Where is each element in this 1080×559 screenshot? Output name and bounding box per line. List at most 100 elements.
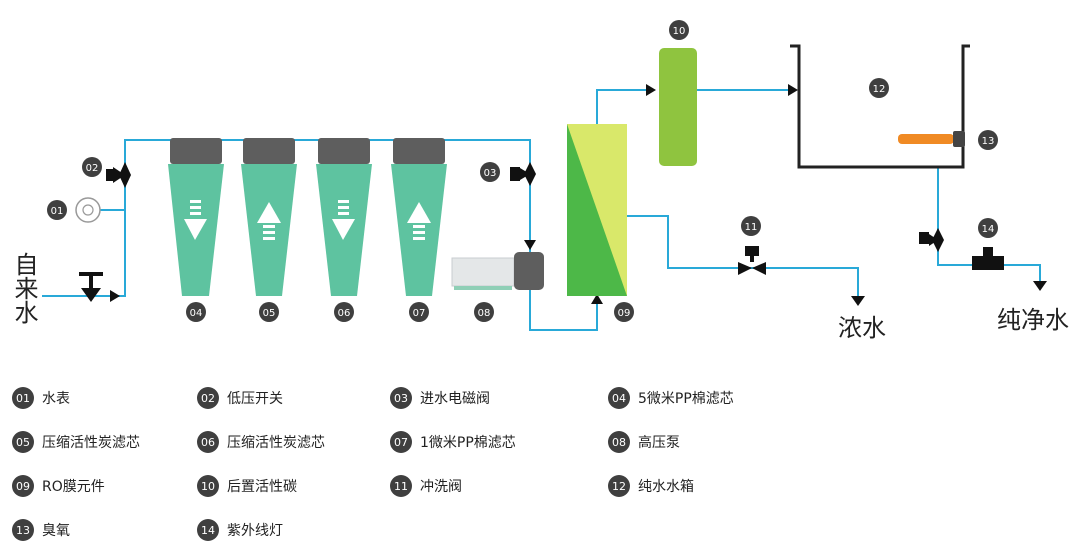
arrow-ro-in [591, 294, 603, 304]
svg-text:03: 03 [484, 168, 497, 179]
badge-12: 12 [869, 78, 889, 98]
badges: 01 02 03 04 05 06 07 08 09 10 11 12 13 1… [47, 20, 998, 322]
legend-item-09: 09 RO膜元件 [12, 474, 105, 498]
pipe-pump-ro [529, 285, 598, 331]
legend-label: 水表 [42, 391, 70, 407]
legend-badge: 06 [197, 431, 219, 453]
badge-06: 06 [334, 302, 354, 322]
legend-label: 紫外线灯 [227, 523, 283, 539]
badge-03: 03 [480, 162, 500, 182]
legend-item-02: 02 低压开关 [197, 386, 283, 410]
legend-badge: 08 [608, 431, 630, 453]
svg-text:10: 10 [673, 26, 686, 37]
pipes [42, 89, 1041, 331]
badge-05: 05 [259, 302, 279, 322]
pipe-filter-top [195, 139, 531, 252]
tank-outlet-valve[interactable] [919, 228, 944, 252]
legend-label: 冲洗阀 [420, 479, 462, 495]
svg-text:06: 06 [338, 308, 351, 319]
legend-label: 臭氧 [42, 523, 70, 539]
legend-label: 1微米PP棉滤芯 [420, 435, 516, 451]
badge-10: 10 [669, 20, 689, 40]
arrow-post-in [646, 84, 656, 96]
pipe-inlet [42, 139, 195, 297]
svg-text:14: 14 [982, 224, 995, 235]
legend-label: 5微米PP棉滤芯 [638, 391, 734, 407]
legend-item-14: 14 紫外线灯 [197, 518, 283, 542]
pure-water-tank [790, 44, 970, 169]
arrow-tank-in [788, 84, 798, 96]
legend-badge: 12 [608, 475, 630, 497]
arrow-concentrate-out [851, 296, 865, 306]
svg-text:08: 08 [478, 308, 491, 319]
ro-membrane [567, 124, 627, 296]
legend-badge: 11 [390, 475, 412, 497]
inlet-solenoid-valve[interactable] [510, 162, 536, 186]
legend-label: 后置活性碳 [227, 479, 297, 495]
pipe-concentrate [627, 215, 859, 298]
legend-badge: 03 [390, 387, 412, 409]
uv-lamp [972, 247, 1004, 270]
badge-08: 08 [474, 302, 494, 322]
svg-text:01: 01 [51, 206, 64, 217]
valve-handle [79, 272, 103, 276]
arrow-pure-out [1033, 281, 1047, 291]
legend-item-07: 07 1微米PP棉滤芯 [390, 430, 516, 454]
legend-badge: 02 [197, 387, 219, 409]
svg-text:11: 11 [745, 222, 758, 233]
legend-badge: 13 [12, 519, 34, 541]
svg-text:13: 13 [982, 136, 995, 147]
legend-item-01: 01 水表 [12, 386, 70, 410]
legend-label: 纯水水箱 [638, 479, 694, 495]
flush-valve[interactable] [738, 246, 766, 275]
legend-badge: 05 [12, 431, 34, 453]
flow-labels: 自来水 浓水 纯净水 [10, 252, 1069, 342]
legend-item-06: 06 压缩活性炭滤芯 [197, 430, 325, 454]
valve-body [81, 288, 101, 302]
water-meter[interactable] [75, 197, 101, 223]
legend-item-05: 05 压缩活性炭滤芯 [12, 430, 140, 454]
filter-04 [168, 138, 224, 296]
legend-label: 压缩活性炭滤芯 [227, 435, 325, 451]
badge-11: 11 [741, 216, 761, 236]
badge-13: 13 [978, 130, 998, 150]
legend-item-13: 13 臭氧 [12, 518, 70, 542]
low-pressure-switch[interactable] [106, 162, 131, 188]
pipe-ro-post [596, 89, 652, 124]
filter-06 [316, 138, 372, 296]
legend-badge: 07 [390, 431, 412, 453]
legend-badge: 09 [12, 475, 34, 497]
post-carbon-filter [659, 48, 697, 166]
legend-label: 压缩活性炭滤芯 [42, 435, 140, 451]
arrow-pump-in [524, 240, 536, 250]
flow-arrows [110, 84, 1047, 306]
legend-item-11: 11 冲洗阀 [390, 474, 462, 498]
pure-label: 纯净水 [997, 306, 1069, 334]
legend-item-03: 03 进水电磁阀 [390, 386, 490, 410]
svg-text:04: 04 [190, 308, 203, 319]
legend-item-10: 10 后置活性碳 [197, 474, 297, 498]
svg-text:12: 12 [873, 84, 886, 95]
legend-badge: 04 [608, 387, 630, 409]
filter-07 [391, 138, 447, 296]
badge-02: 02 [82, 157, 102, 177]
legend-badge: 14 [197, 519, 219, 541]
svg-text:05: 05 [263, 308, 276, 319]
inlet-label: 自来水 [10, 252, 38, 324]
legend-label: 低压开关 [227, 391, 283, 407]
badge-01: 01 [47, 200, 67, 220]
badge-09: 09 [614, 302, 634, 322]
concentrate-label: 浓水 [838, 314, 886, 342]
ozone-generator [898, 131, 965, 147]
svg-text:07: 07 [413, 308, 426, 319]
badge-14: 14 [978, 218, 998, 238]
legend-label: 高压泵 [638, 435, 680, 451]
svg-text:09: 09 [618, 308, 631, 319]
inlet-valve[interactable] [79, 272, 103, 302]
badge-04: 04 [186, 302, 206, 322]
legend-item-12: 12 纯水水箱 [608, 474, 694, 498]
svg-text:02: 02 [86, 163, 99, 174]
legend-badge: 10 [197, 475, 219, 497]
legend-item-08: 08 高压泵 [608, 430, 680, 454]
